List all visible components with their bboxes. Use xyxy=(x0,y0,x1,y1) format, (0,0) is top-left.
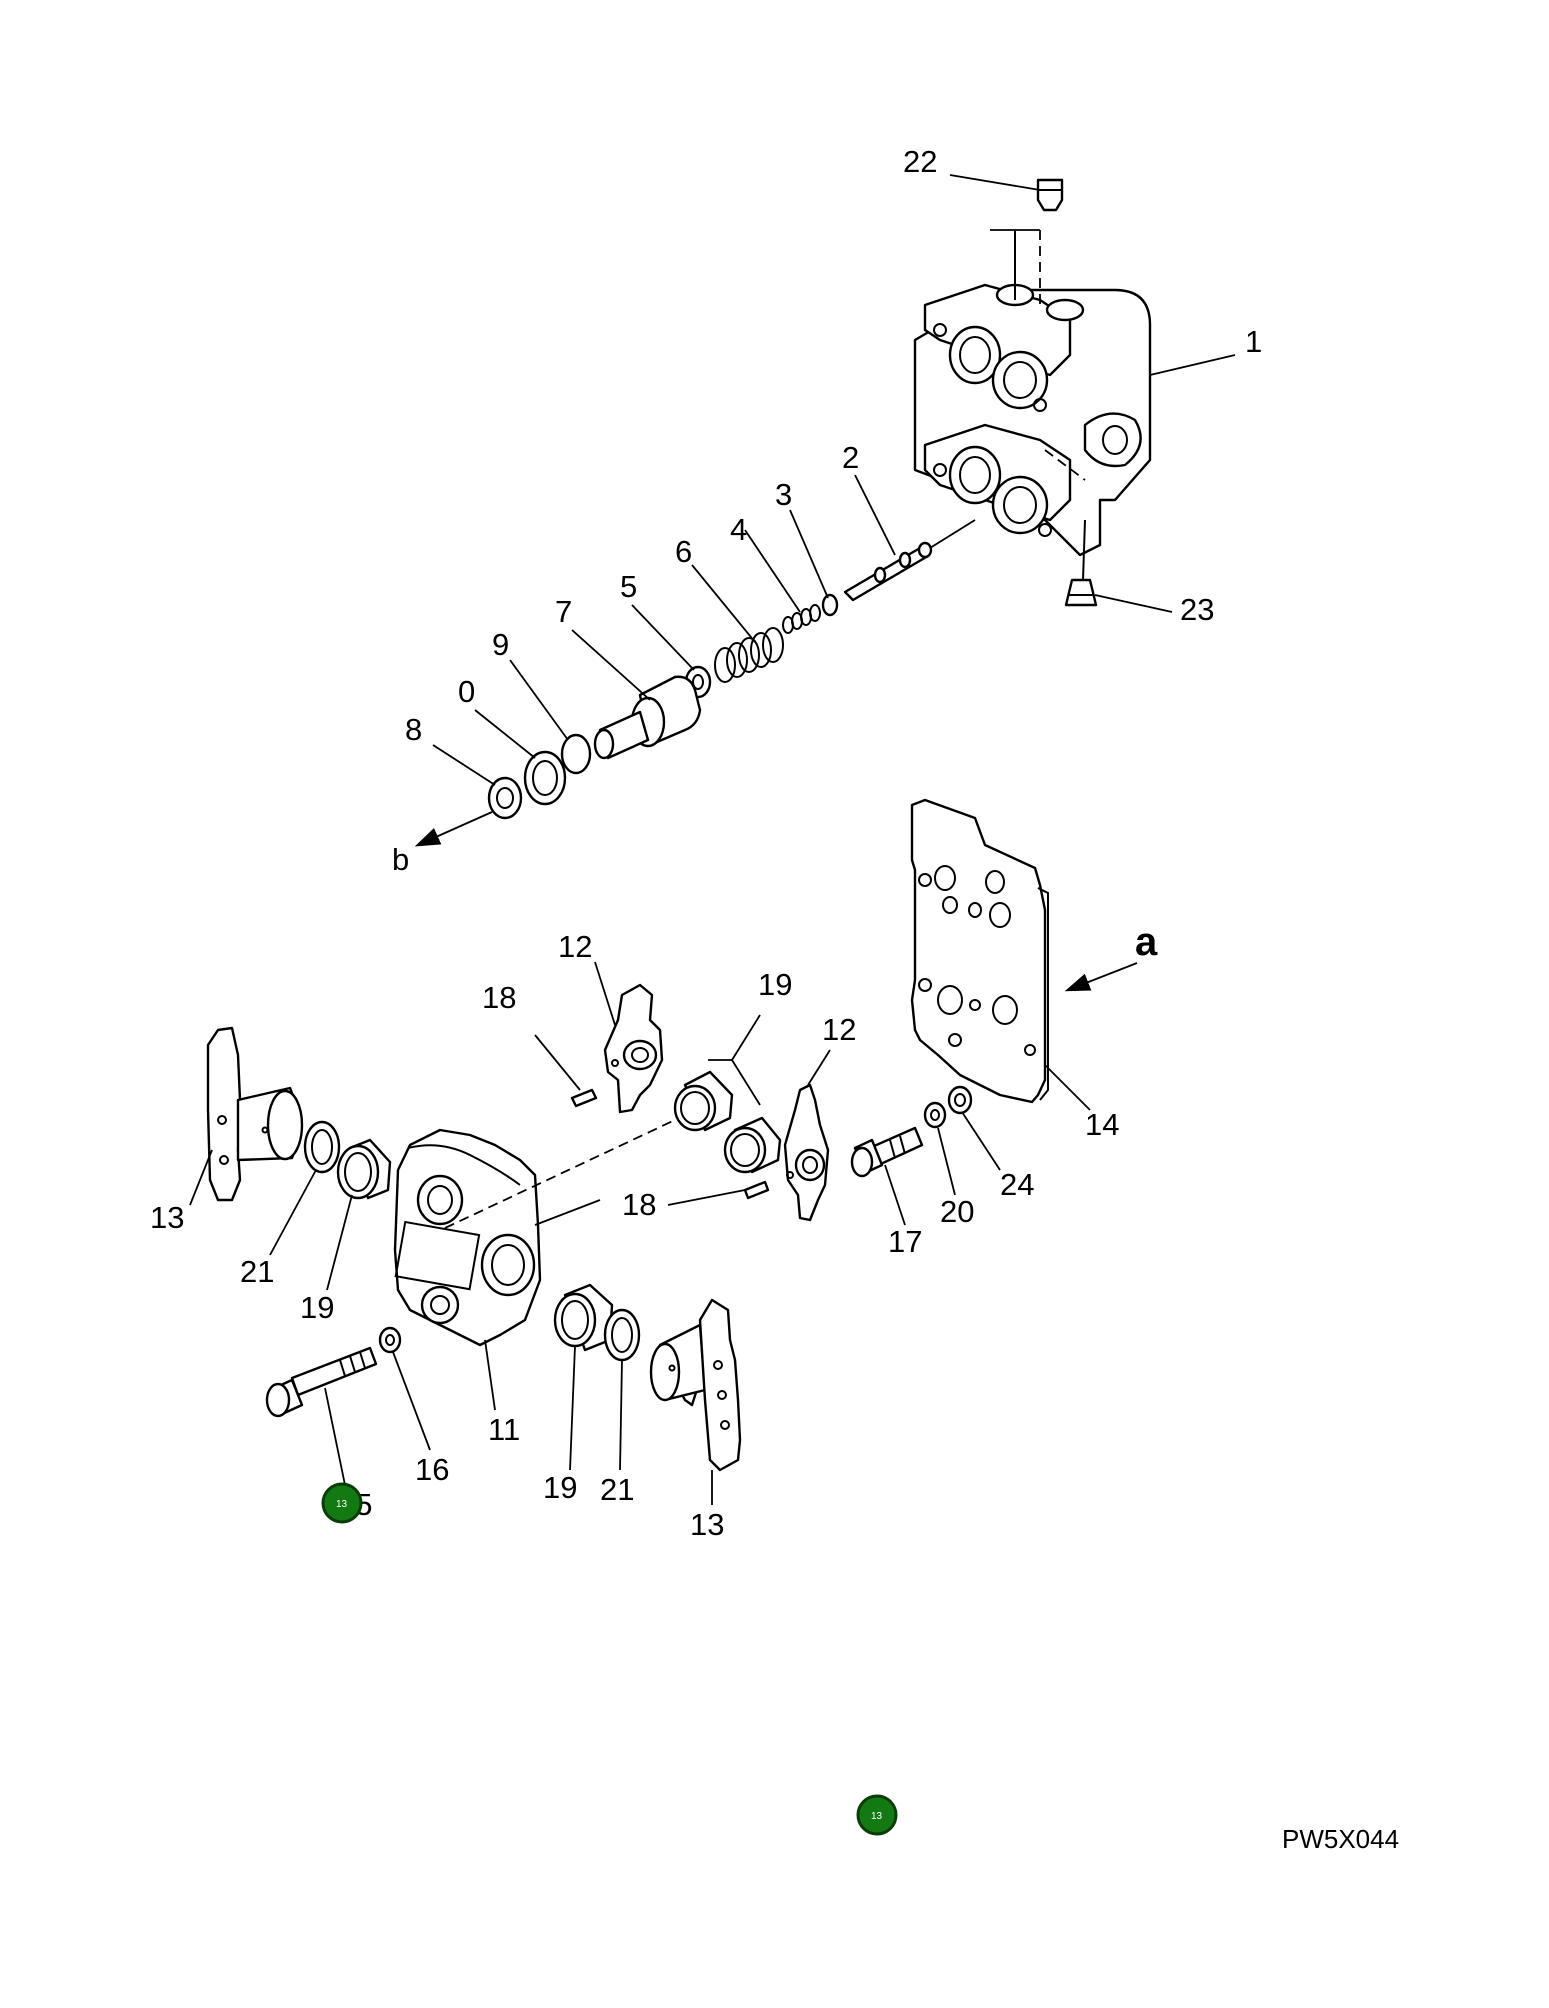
callout-9: 9 xyxy=(492,627,509,662)
bushing-part-19-pair xyxy=(673,1070,782,1174)
bolt-part-17 xyxy=(850,1126,924,1178)
ring-part-3 xyxy=(821,593,839,617)
callout-3: 3 xyxy=(775,477,792,512)
lever-part-12-lower xyxy=(783,1083,830,1222)
plate-part-14 xyxy=(910,798,1049,1104)
callout-6: 6 xyxy=(675,534,692,569)
o-ring-part-9 xyxy=(560,733,592,775)
plug-part-22 xyxy=(1036,178,1064,212)
washer-part-8 xyxy=(487,776,523,820)
callout-22: 22 xyxy=(903,144,937,179)
callout-14: 14 xyxy=(1085,1107,1119,1142)
lever-part-12-upper xyxy=(603,983,664,1114)
callout-2: 2 xyxy=(842,440,859,475)
callout-4: 4 xyxy=(730,512,747,547)
pin-part-18-upper xyxy=(570,1088,598,1108)
snap-ring-part-21-left xyxy=(303,1120,341,1174)
spool-part-2 xyxy=(843,519,976,602)
spring-part-6 xyxy=(714,627,784,683)
callout-11: 11 xyxy=(488,1412,520,1447)
plug-part-23 xyxy=(1064,519,1098,607)
callout-19-upper: 19 xyxy=(758,967,792,1002)
bushing-part-19-right xyxy=(553,1283,614,1352)
lever-part-13-left xyxy=(206,1026,304,1202)
hotspot-marker[interactable]: 13 xyxy=(856,1794,898,1836)
callout-18-lower: 18 xyxy=(622,1187,656,1222)
callout-5: 5 xyxy=(620,569,637,604)
callout-21-left: 21 xyxy=(240,1254,274,1289)
drawing-code: PW5X044 xyxy=(1282,1824,1399,1854)
callout-13-right: 13 xyxy=(690,1507,724,1542)
callout-16: 16 xyxy=(415,1452,449,1487)
callout-12-lower: 12 xyxy=(822,1012,856,1047)
pin-part-18-lower xyxy=(743,1180,770,1200)
collar-part-10 xyxy=(523,750,567,806)
hotspot-label: 13 xyxy=(336,1499,348,1510)
callout-12-upper: 12 xyxy=(558,929,592,964)
callout-10: 0 xyxy=(458,674,475,709)
valve-body-part-1 xyxy=(913,230,1152,557)
view-marker-a: a xyxy=(1135,920,1158,964)
callout-20: 20 xyxy=(940,1194,974,1229)
callout-19-left: 19 xyxy=(300,1290,334,1325)
leader-lines xyxy=(189,174,1236,1505)
lever-part-13-right xyxy=(649,1298,742,1472)
callout-b: b xyxy=(392,842,409,877)
callout-7: 7 xyxy=(555,594,572,629)
callout-18-upper: 18 xyxy=(482,980,516,1015)
callout-19-right: 19 xyxy=(543,1470,577,1505)
hotspot-label: 13 xyxy=(871,1811,883,1822)
callout-8: 8 xyxy=(405,712,422,747)
callout-13-left: 13 xyxy=(150,1200,184,1235)
callout-24: 24 xyxy=(1000,1167,1034,1202)
snap-ring-part-21-right xyxy=(603,1308,641,1362)
spring-part-4 xyxy=(782,604,821,634)
bolt-part-15 xyxy=(265,1346,378,1418)
o-ring-part-24 xyxy=(947,1085,973,1115)
callout-21-right: 21 xyxy=(600,1472,634,1507)
callout-labels: 22 1 2 3 4 5 6 7 9 0 8 23 b 12 19 18 12 … xyxy=(150,144,1262,1542)
callout-17: 17 xyxy=(888,1224,922,1259)
callout-23: 23 xyxy=(1180,592,1214,627)
housing-part-11 xyxy=(393,1119,676,1347)
callout-1: 1 xyxy=(1245,324,1262,359)
washer-part-20 xyxy=(923,1101,947,1129)
hotspot-marker[interactable]: 13 xyxy=(321,1482,363,1524)
washer-part-16 xyxy=(378,1326,402,1354)
piston-part-7 xyxy=(593,675,702,760)
bushing-part-19-left xyxy=(336,1138,392,1200)
